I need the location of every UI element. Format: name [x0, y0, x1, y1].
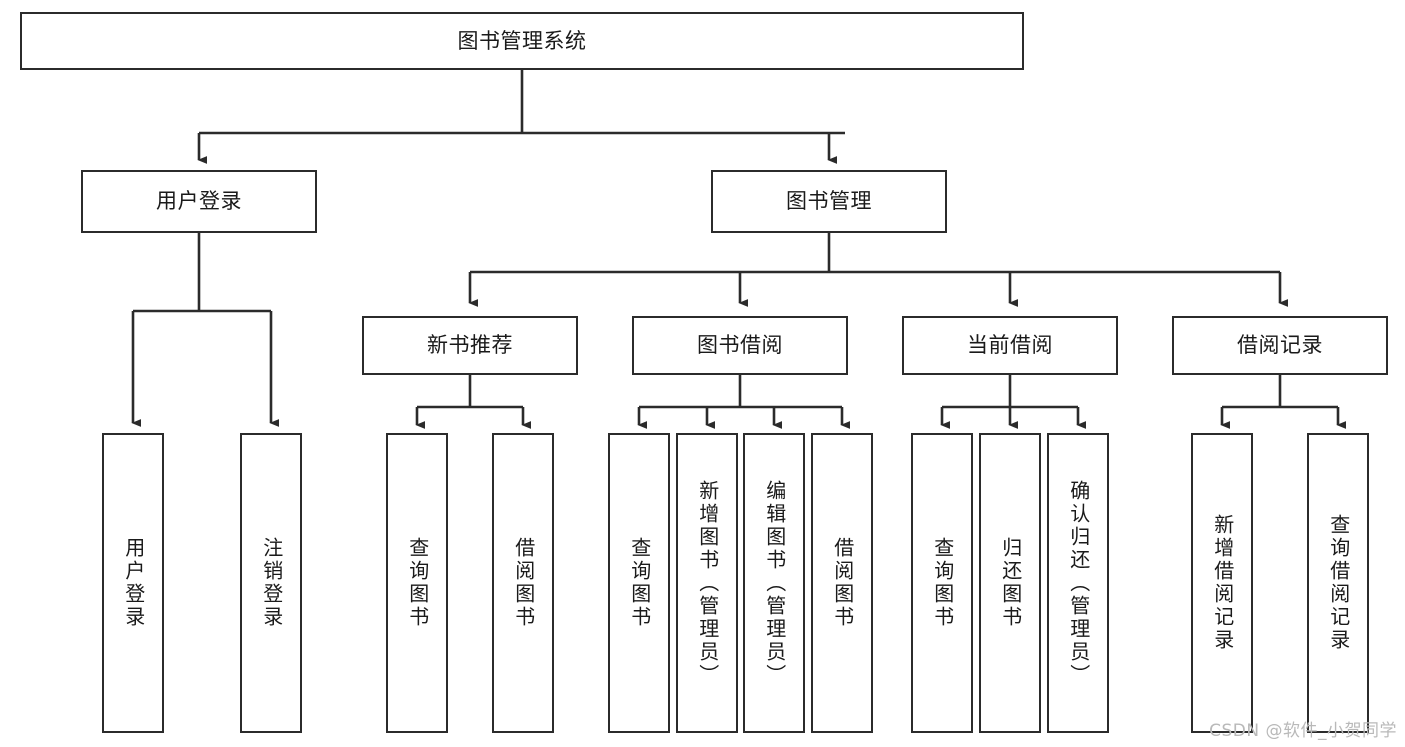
- node-leaf-borrow-book-2[interactable]: 借阅图书: [811, 433, 873, 733]
- node-label: 查询图书: [627, 537, 652, 629]
- node-label: 用户登录: [121, 537, 146, 629]
- node-borrow-record[interactable]: 借阅记录: [1172, 316, 1388, 375]
- node-label: 查询借阅记录: [1326, 514, 1351, 652]
- node-book-manage[interactable]: 图书管理: [711, 170, 947, 233]
- node-leaf-add-book[interactable]: 新增图书（管理员）: [676, 433, 738, 733]
- node-label: 查询图书: [930, 537, 955, 629]
- node-label: 新书推荐: [427, 333, 513, 358]
- node-label: 查询图书: [405, 537, 430, 629]
- csdn-watermark: CSDN @软件_小贺同学: [1209, 721, 1397, 741]
- node-label: 编辑图书（管理员）: [762, 479, 787, 687]
- node-current-borrow[interactable]: 当前借阅: [902, 316, 1118, 375]
- node-user-login[interactable]: 用户登录: [81, 170, 317, 233]
- node-new-book-rec[interactable]: 新书推荐: [362, 316, 578, 375]
- node-leaf-query-book-2[interactable]: 查询图书: [608, 433, 670, 733]
- node-leaf-logout[interactable]: 注销登录: [240, 433, 302, 733]
- node-leaf-borrow-book-1[interactable]: 借阅图书: [492, 433, 554, 733]
- node-label: 注销登录: [259, 537, 284, 629]
- node-root-book-management-system[interactable]: 图书管理系统: [20, 12, 1024, 70]
- node-label: 当前借阅: [967, 333, 1053, 358]
- node-leaf-add-record[interactable]: 新增借阅记录: [1191, 433, 1253, 733]
- node-label: 借阅图书: [511, 537, 536, 629]
- node-label: 图书管理系统: [457, 28, 587, 53]
- node-leaf-edit-book[interactable]: 编辑图书（管理员）: [743, 433, 805, 733]
- node-label: 确认归还（管理员）: [1066, 479, 1091, 687]
- node-label: 图书管理: [786, 189, 872, 214]
- node-label: 借阅图书: [830, 537, 855, 629]
- node-label: 用户登录: [156, 189, 242, 214]
- node-leaf-return-book[interactable]: 归还图书: [979, 433, 1041, 733]
- node-book-borrow[interactable]: 图书借阅: [632, 316, 848, 375]
- node-label: 新增图书（管理员）: [695, 479, 720, 687]
- node-leaf-query-record[interactable]: 查询借阅记录: [1307, 433, 1369, 733]
- node-label: 新增借阅记录: [1210, 514, 1235, 652]
- node-leaf-confirm-return[interactable]: 确认归还（管理员）: [1047, 433, 1109, 733]
- node-leaf-user-login[interactable]: 用户登录: [102, 433, 164, 733]
- node-leaf-query-book-3[interactable]: 查询图书: [911, 433, 973, 733]
- node-label: 归还图书: [998, 537, 1023, 629]
- node-label: 借阅记录: [1237, 333, 1323, 358]
- node-label: 图书借阅: [697, 333, 783, 358]
- node-leaf-query-book-1[interactable]: 查询图书: [386, 433, 448, 733]
